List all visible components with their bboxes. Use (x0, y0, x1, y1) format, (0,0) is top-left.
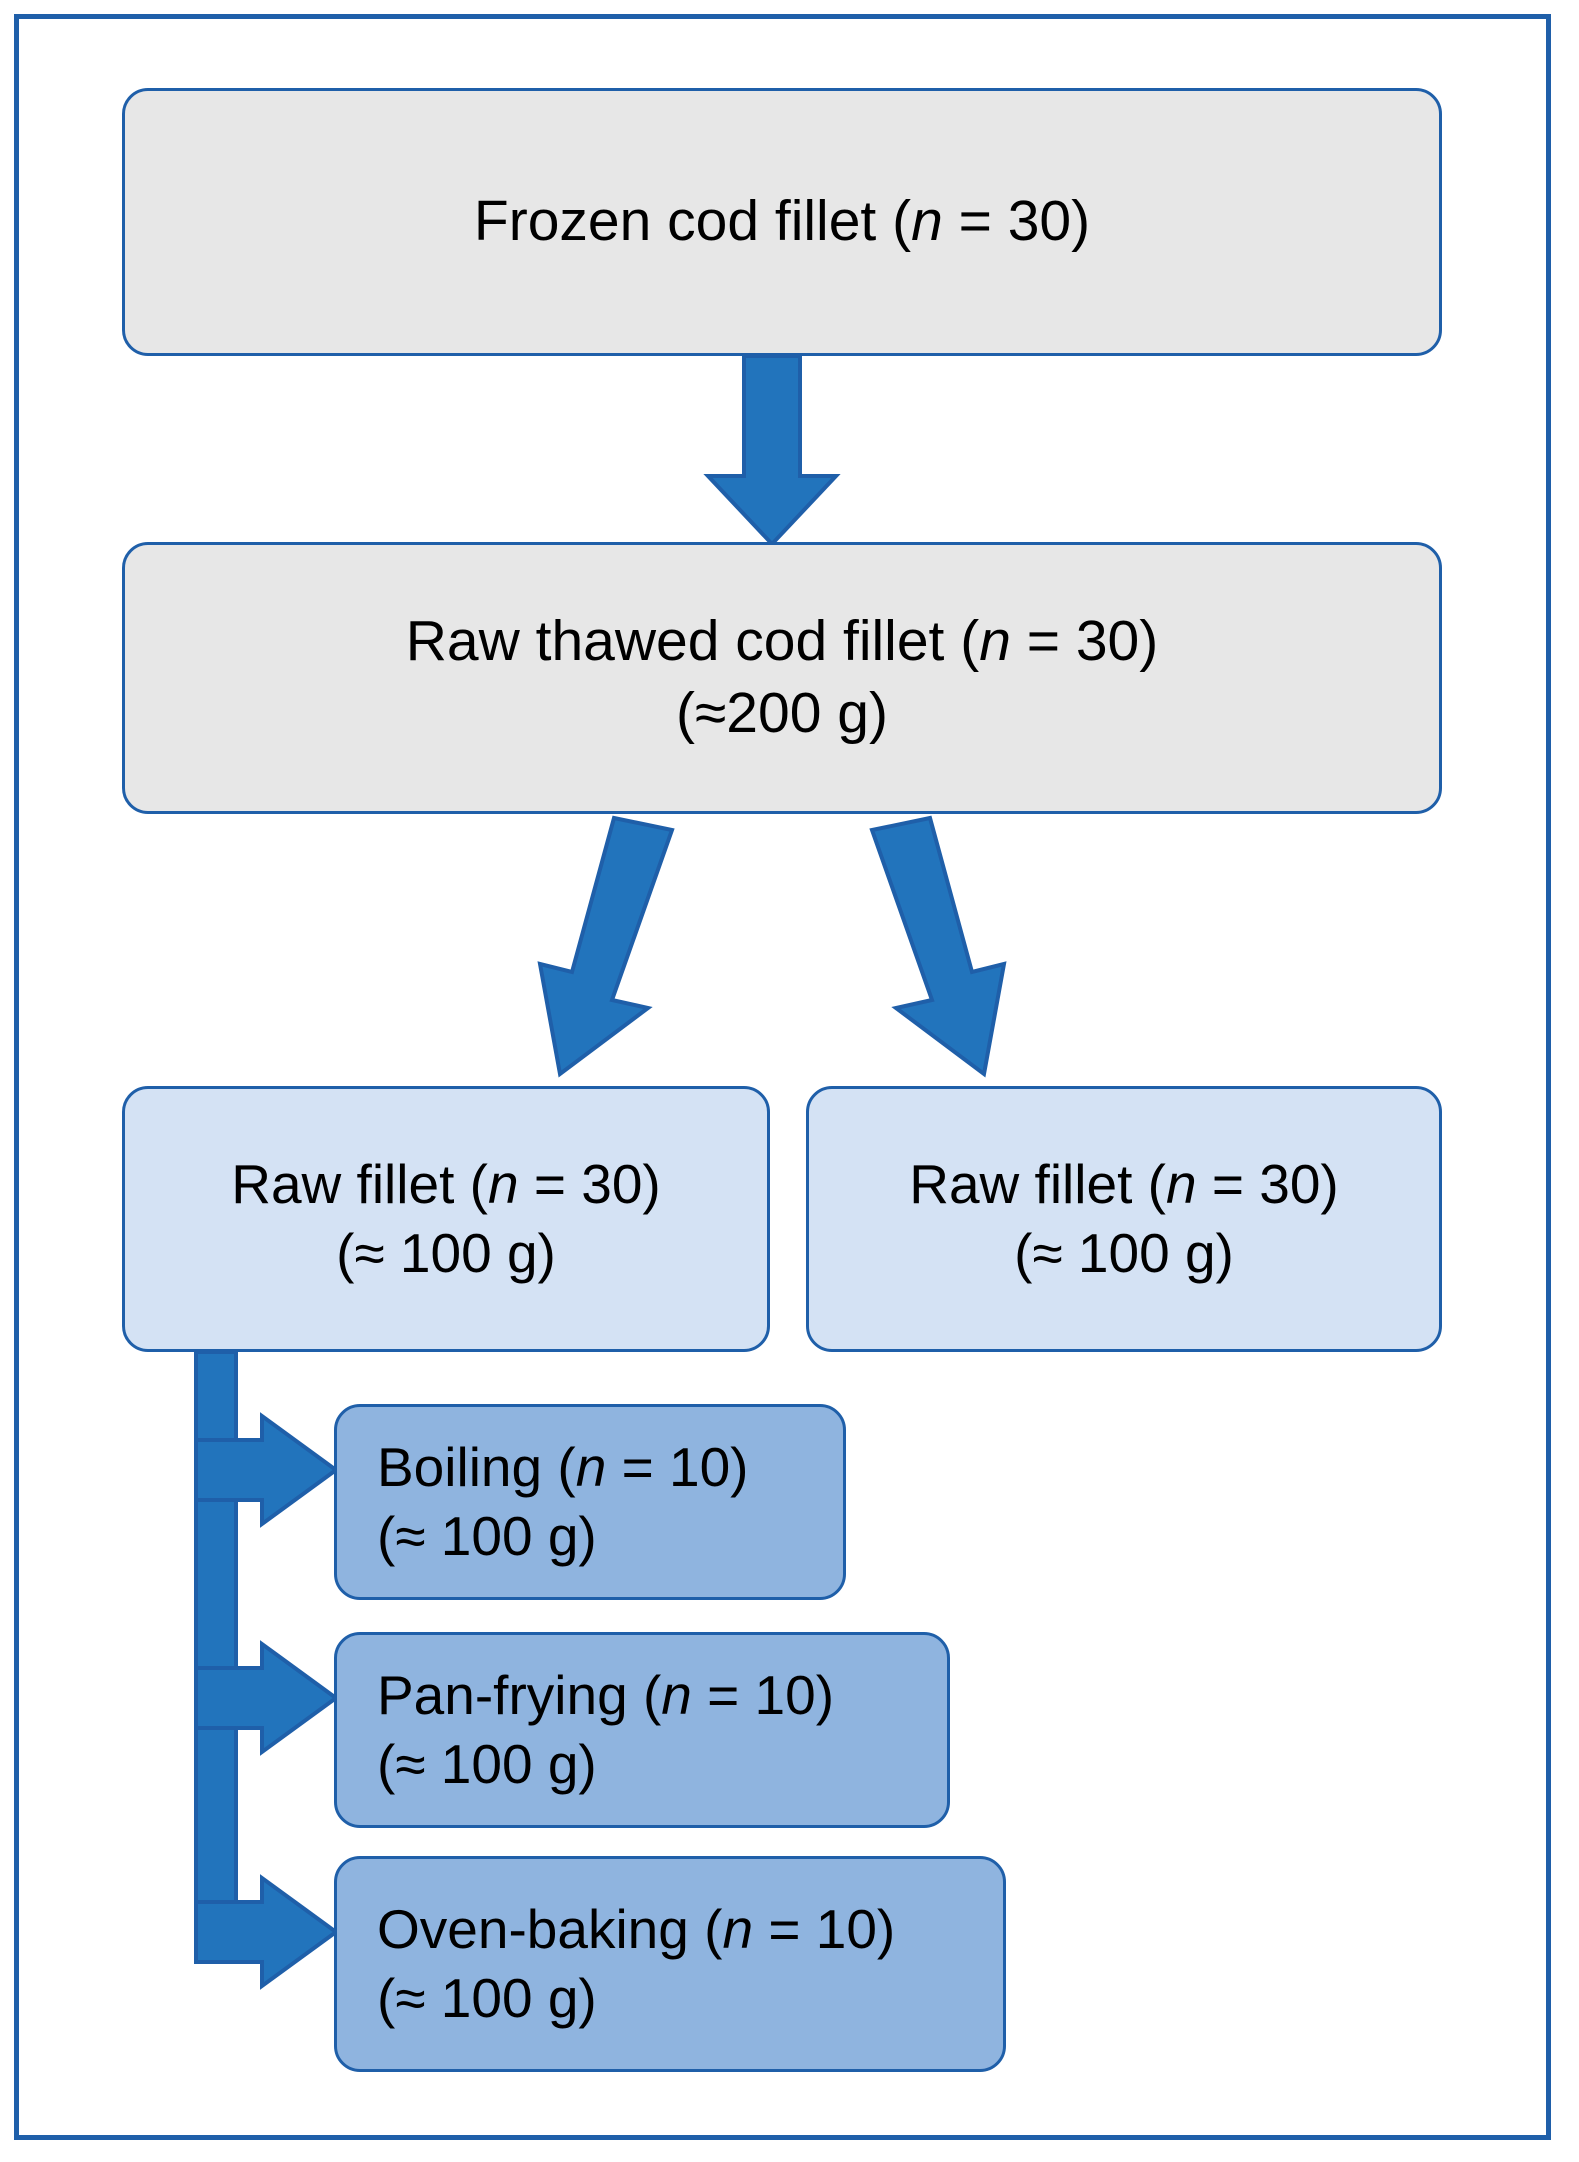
node-raw-right-line-1: Raw fillet (n = 30) (909, 1152, 1339, 1215)
node-raw-fillet-left: Raw fillet (n = 30) (≈ 100 g) (122, 1086, 770, 1352)
node-panfrying-line-1: Pan-frying (n = 10) (377, 1663, 835, 1726)
node-boiling-line-1: Boiling (n = 10) (377, 1435, 749, 1498)
node-raw-left-line-1: Raw fillet (n = 30) (231, 1152, 661, 1215)
node-raw-left-line-2: (≈ 100 g) (336, 1222, 556, 1284)
node-boiling-line-2: (≈ 100 g) (377, 1505, 597, 1567)
node-ovenbaking-line-1: Oven-baking (n = 10) (377, 1897, 896, 1960)
node-frozen-line-1: Frozen cod fillet (n = 30) (473, 189, 1091, 254)
node-thawed-line-1: Raw thawed cod fillet (n = 30) (405, 609, 1159, 674)
node-pan-frying: Pan-frying (n = 10) (≈ 100 g) (334, 1632, 950, 1828)
node-panfrying-line-2: (≈ 100 g) (377, 1733, 597, 1795)
node-raw-thawed-cod-fillet: Raw thawed cod fillet (n = 30) (≈200 g) (122, 542, 1442, 814)
node-ovenbaking-line-2: (≈ 100 g) (377, 1967, 597, 2029)
node-frozen-cod-fillet: Frozen cod fillet (n = 30) (122, 88, 1442, 356)
node-thawed-line-2: (≈200 g) (676, 681, 888, 745)
node-raw-fillet-right: Raw fillet (n = 30) (≈ 100 g) (806, 1086, 1442, 1352)
node-oven-baking: Oven-baking (n = 10) (≈ 100 g) (334, 1856, 1006, 2072)
node-boiling: Boiling (n = 10) (≈ 100 g) (334, 1404, 846, 1600)
node-raw-right-line-2: (≈ 100 g) (1014, 1222, 1234, 1284)
